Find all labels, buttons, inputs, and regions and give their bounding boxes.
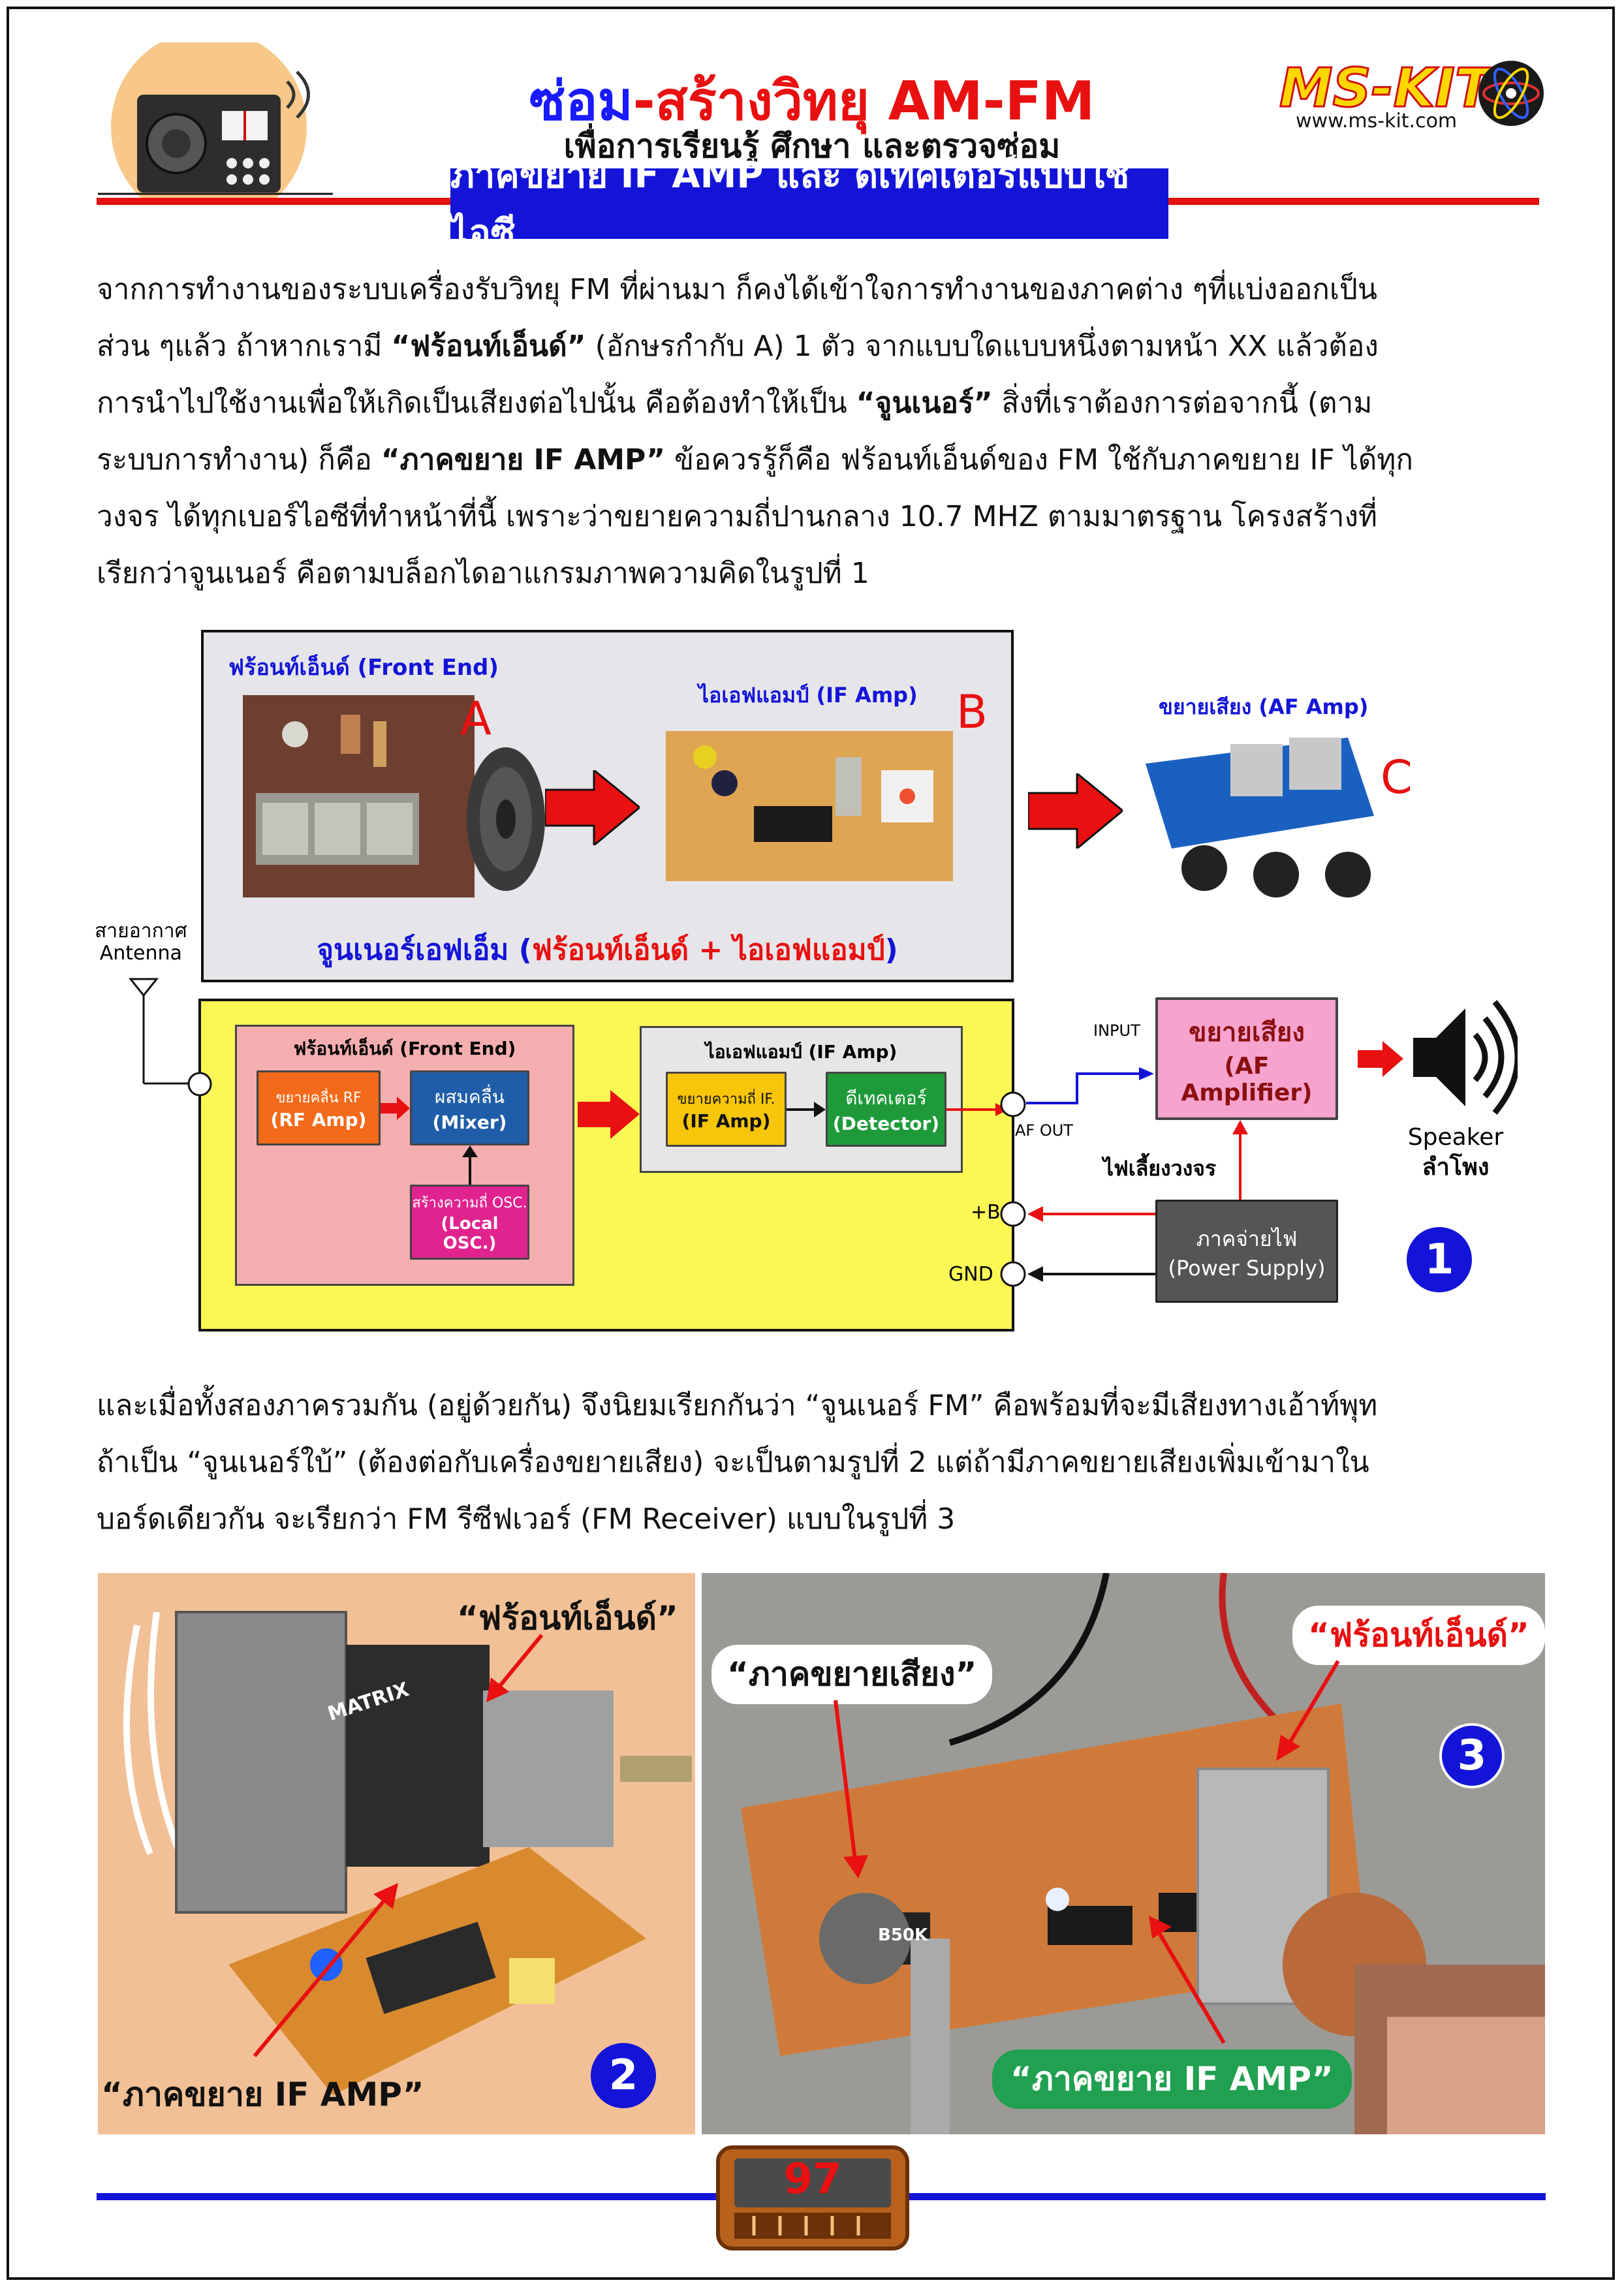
callout-arrow — [1149, 1916, 1226, 2044]
tuner-caption: จูนเนอร์เอฟเอ็ม (ฟร้อนท์เอ็นด์ + ไอเอฟแอ… — [317, 933, 898, 967]
front-end-callout: “ฟร้อนท์เอ็นด์” — [457, 1599, 678, 1637]
callout-arrow — [1276, 1660, 1340, 1761]
arrow-right-icon — [787, 1102, 826, 1117]
arrow-right-icon — [578, 1090, 640, 1139]
text-line: ถ้าเป็น “จูนเนอร์ใบ้” (ต้องต่อกับเครื่อง… — [97, 1446, 1369, 1479]
text-line: บอร์ดเดียวกัน จะเรียกว่า FM รีซีฟเวอร์ (… — [97, 1503, 956, 1536]
potentiometer-marking: B50K — [878, 1925, 928, 1945]
tuner-photo — [98, 1573, 695, 2134]
arrow-right-icon — [545, 770, 640, 845]
page-frame — [7, 7, 1615, 2280]
front-end-callout: “ฟร้อนท์เอ็นด์” — [1292, 1606, 1545, 1665]
antenna-icon — [128, 978, 189, 1085]
af-amp-callout: “ภาคขยายเสียง” — [711, 1645, 993, 1704]
arrow-right-icon — [381, 1097, 410, 1120]
figure-number-badge: 2 — [591, 2043, 656, 2108]
letter-c: C — [1381, 751, 1413, 804]
arrow-up-icon — [462, 1145, 478, 1185]
page-number-radio-icon — [716, 2145, 909, 2250]
power-wire — [1027, 1206, 1155, 1222]
antenna-label: สายอากาศ Antenna — [95, 920, 187, 965]
front-end-group-title: ฟร้อนท์เอ็นด์ (Front End) — [293, 1038, 516, 1059]
speaker-icon — [1413, 1000, 1518, 1115]
speaker-label: Speaker ลำโพง — [1407, 1124, 1504, 1181]
page-subtitle: เพื่อการเรียนรู้ ศึกษา และตรวจซ่อม — [563, 127, 1061, 165]
atom-icon — [1478, 61, 1544, 126]
front-end-photo — [243, 695, 475, 897]
text-line: ระบบการทำงาน) ก็คือ “ภาคขยาย IF AMP” ข้อ… — [97, 443, 1414, 476]
if-amp-callout: “ภาคขยาย IF AMP” — [101, 2076, 424, 2113]
ground-wire — [1027, 1266, 1155, 1282]
arrow-right-icon — [1028, 773, 1123, 849]
brand-url: www.ms-kit.com — [1296, 110, 1458, 132]
if-amp-callout: “ภาคขยาย IF AMP” — [992, 2049, 1352, 2109]
intro-paragraph: จากการทำงานของระบบเครื่องรับวิทยุ FM ที่… — [97, 261, 1552, 602]
rf-amp-block: ขยายคลื่น RF (RF Amp) — [257, 1070, 381, 1145]
power-feed-label: ไฟเลี้ยงวงจร — [1103, 1156, 1217, 1181]
text-line: และเมื่อทั้งสองภาครวมกัน (อยู่ด้วยกัน) จ… — [97, 1389, 1378, 1422]
if-amp-photo — [666, 731, 953, 881]
arrow-right-icon — [1358, 1041, 1403, 1077]
vplus-label: +B — [971, 1201, 1001, 1224]
antenna-terminal — [187, 1072, 212, 1097]
page-number: 97 — [783, 2155, 842, 2203]
signal-wire — [1026, 1067, 1154, 1104]
figure-number-badge: 1 — [1407, 1227, 1472, 1292]
gnd-label: GND — [948, 1263, 993, 1286]
vplus-terminal — [1000, 1201, 1026, 1227]
page-title: ซ่อม-สร้างวิทยุ AM-FM — [529, 70, 1095, 132]
letter-b: B — [956, 685, 988, 739]
letter-a: A — [460, 692, 492, 745]
if-amp-group-title: ไอเอฟแอมป์ (IF Amp) — [705, 1041, 898, 1063]
if-amp-label: ไอเอฟแอมป์ (IF Amp) — [698, 683, 918, 708]
front-end-label: ฟร้อนท์เอ็นด์ (Front End) — [228, 655, 499, 681]
tuning-wheel-illustration — [467, 747, 545, 891]
af-amp-photo — [1132, 724, 1381, 914]
text-line: จากการทำงานของระบบเครื่องรับวิทยุ FM ที่… — [97, 273, 1377, 306]
af-amplifier-block: ขยายเสียง (AF Amplifier) — [1155, 997, 1338, 1120]
power-supply-block: ภาคจ่ายไฟ (Power Supply) — [1155, 1200, 1338, 1303]
af-out-terminal — [1000, 1091, 1026, 1117]
text-line: ส่วน ๆแล้ว ถ้าหากเรามี “ฟร้อนท์เอ็นด์” (… — [97, 330, 1379, 363]
text-line: เรียกว่าจูนเนอร์ คือตามบล็อกไดอาแกรมภาพค… — [97, 557, 869, 590]
mixer-block: ผสมคลื่น (Mixer) — [410, 1070, 529, 1145]
callout-arrow — [253, 1883, 398, 2057]
brand-logo: MS-KIT — [1279, 57, 1493, 121]
input-label: INPUT — [1093, 1021, 1140, 1040]
text-line: การนำไปใช้งานเพื่อให้เกิดเป็นเสียงต่อไปน… — [97, 386, 1373, 420]
callout-arrow — [486, 1634, 544, 1702]
section-banner: ภาคขยาย IF AMP และ ดีเทคเตอร์แบบใช้ไอซี — [450, 154, 1168, 255]
gnd-terminal — [1000, 1261, 1026, 1287]
af-amp-label: ขยายเสียง (AF Amp) — [1159, 694, 1369, 719]
detector-block: ดีเทคเตอร์ (Detector) — [826, 1072, 946, 1147]
text-line: วงจร ได้ทุกเบอร์ไอซีที่ทำหน้าที่นี้ เพรา… — [97, 500, 1377, 533]
af-out-label: AF OUT — [1015, 1121, 1073, 1140]
figure-number-badge: 3 — [1439, 1723, 1505, 1788]
arrow-up-icon — [1232, 1120, 1248, 1200]
if-amp-block: ขยายความถี่ IF. (IF Amp) — [666, 1072, 787, 1147]
radio-icon — [98, 42, 333, 199]
callout-arrow — [834, 1700, 868, 1878]
second-paragraph: และเมื่อทั้งสองภาครวมกัน (อยู่ด้วยกัน) จ… — [97, 1377, 1552, 1548]
local-osc-block: สร้างความถี่ OSC. (Local OSC.) — [410, 1185, 529, 1260]
